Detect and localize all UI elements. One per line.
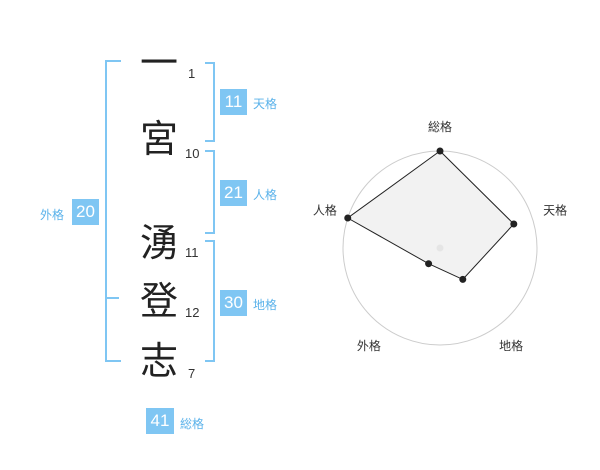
name-char-5: 志: [140, 339, 179, 383]
radar-polygon: [346, 150, 515, 281]
stroke-count-2: 10: [185, 146, 200, 161]
radar-axis-label-3: 地格: [499, 338, 523, 353]
stroke-count-5: 7: [188, 366, 196, 381]
jinkaku-badge: 21: [220, 180, 247, 206]
jinkaku-label: 人格: [253, 188, 278, 202]
tenkaku-badge: 11: [220, 89, 247, 115]
radar-point-5: [344, 214, 352, 222]
radar-axis-label-4: 外格: [357, 338, 381, 353]
chikaku-bracket: [205, 240, 215, 362]
stroke-count-1: 1: [188, 66, 196, 81]
chikaku-badge: 30: [220, 290, 247, 316]
radar-axis-label-1: 総格: [428, 119, 452, 134]
tenkaku-label: 天格: [253, 97, 278, 111]
radar-point-3: [459, 275, 467, 283]
gaikaku-bracket-tick: [105, 297, 119, 299]
chikaku-label: 地格: [253, 298, 278, 312]
soukaku-label: 総格: [180, 417, 205, 431]
stroke-count-4: 12: [185, 305, 200, 320]
radar-axis-label-2: 天格: [543, 203, 567, 218]
gaikaku-badge: 20: [72, 199, 99, 225]
radar-point-4: [425, 260, 433, 268]
radar-point-1: [436, 147, 444, 155]
name-char-2: 宮: [140, 117, 179, 161]
radar-shape: [344, 147, 518, 283]
gaikaku-label: 外格: [40, 208, 65, 222]
name-char-4: 登: [140, 279, 179, 323]
soukaku-badge: 41: [146, 408, 174, 434]
radar-axis-label-5: 人格: [313, 203, 337, 218]
gaikaku-bracket: [105, 60, 121, 362]
stroke-count-3: 11: [185, 245, 199, 260]
name-char-1: 一: [140, 41, 179, 85]
jinkaku-bracket: [205, 150, 215, 234]
radar-point-2: [510, 220, 518, 228]
name-char-3: 湧: [140, 221, 179, 265]
tenkaku-bracket: [205, 62, 215, 142]
